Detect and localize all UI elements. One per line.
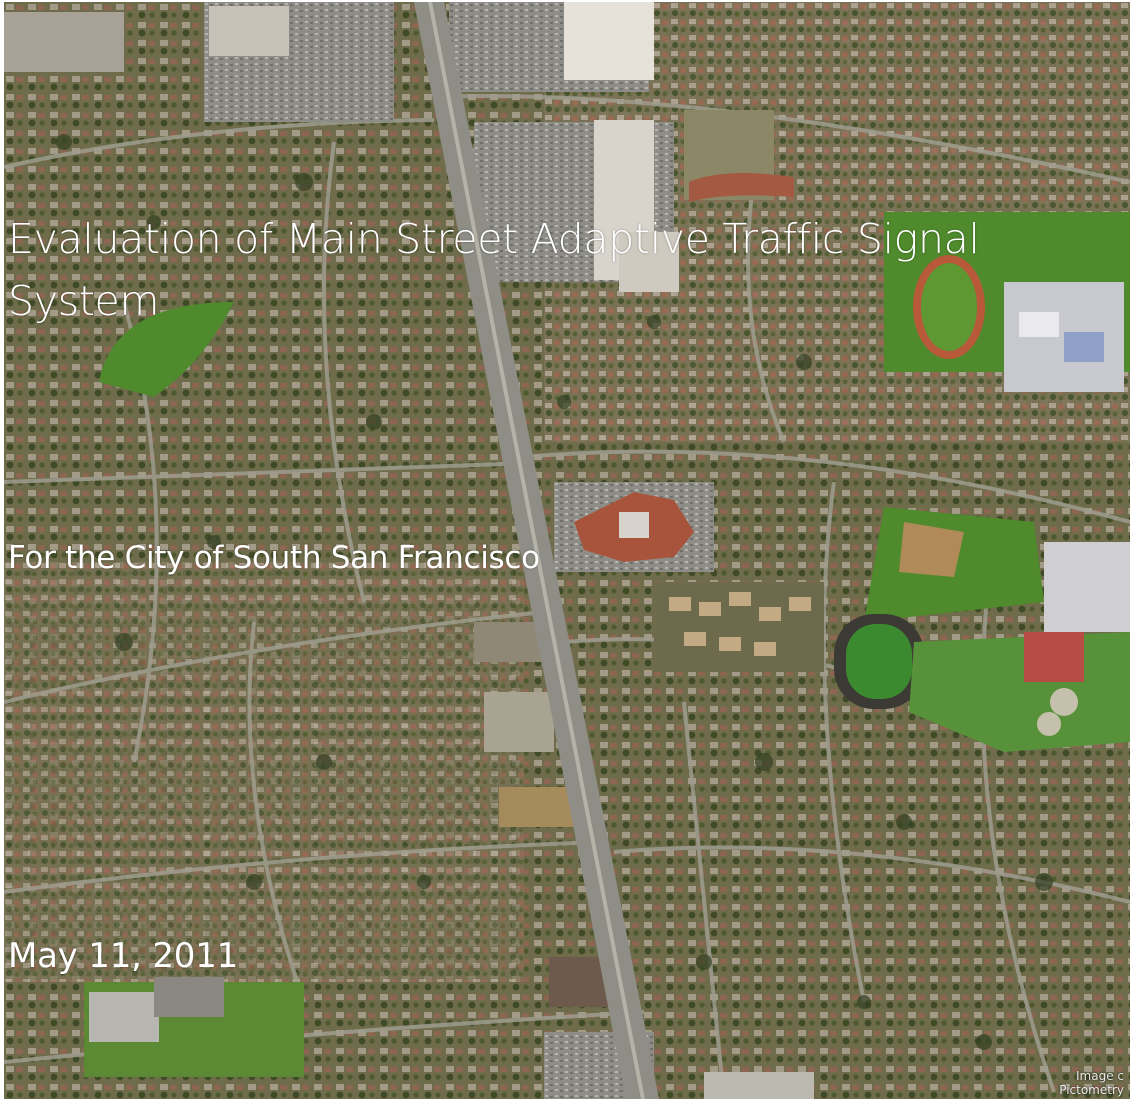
aerial-photo <box>4 2 1130 1099</box>
image-credit-line-2: Pictometry <box>1059 1083 1124 1097</box>
aerial-photo-graphic <box>4 2 1130 1099</box>
slide-date: May 11, 2011 <box>8 936 239 976</box>
slide-title: Evaluation of Main Street Adaptive Traff… <box>8 215 980 325</box>
image-credit-line-1: Image c <box>1076 1069 1124 1083</box>
slide-subtitle: For the City of South San Francisco <box>8 540 540 576</box>
image-credit: Image c Pictometry <box>1059 1069 1124 1097</box>
